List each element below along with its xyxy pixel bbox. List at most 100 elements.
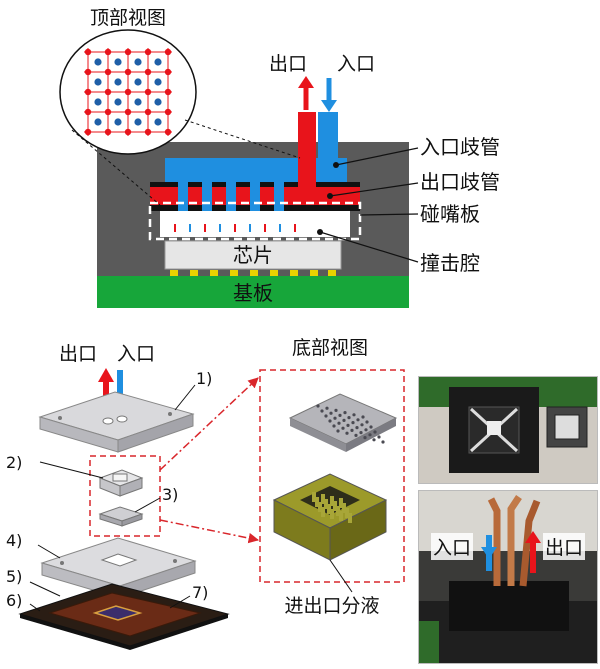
substrate-label: 基板 (233, 281, 273, 305)
impingement-cavity-label: 撞击腔 (420, 251, 480, 275)
outlet-dot (124, 108, 132, 116)
bottom-view-label: 底部视图 (292, 337, 368, 359)
outlet-dot (104, 48, 112, 56)
plate-hole (337, 421, 341, 425)
part-3-label: 3) (162, 485, 178, 504)
plate-hole (345, 431, 349, 435)
exploded-view: 出口 入口 1) 2) (6, 337, 405, 650)
inlet-dot (94, 98, 102, 106)
exploded-outlet-label: 出口 (59, 343, 97, 365)
outlet-dot (84, 128, 92, 136)
outlet-dot (104, 88, 112, 96)
outlet-dot (144, 88, 152, 96)
inlet-dot (134, 98, 142, 106)
inlet-dot (94, 78, 102, 86)
distributor-pin (330, 509, 334, 519)
plate-hole (354, 433, 358, 437)
outlet-dot (144, 48, 152, 56)
outlet-dot (124, 88, 132, 96)
outlet-dot (144, 128, 152, 136)
part-5-6-7-board (18, 583, 230, 650)
cross-section-diagram: 芯片 基板 出口 入口 入口歧管 出口歧管 (59, 7, 500, 308)
inlet-dot (134, 58, 142, 66)
photo-outlet-label: 出口 (543, 533, 586, 560)
plate-hole (359, 431, 363, 435)
nozzle-plate-label: 碰嘴板 (420, 202, 480, 226)
inlet-dot (134, 78, 142, 86)
photo-top-graphic (419, 377, 597, 483)
plate-hole (363, 436, 367, 440)
plate-hole (332, 424, 336, 428)
distributor-pin (327, 504, 331, 514)
outlet-dot (104, 128, 112, 136)
distributor-pin (345, 508, 349, 518)
plate-hole (347, 416, 351, 420)
inlet-dot (114, 118, 122, 126)
plate-hole (368, 433, 372, 437)
outlet-dot (104, 68, 112, 76)
outlet-pipe (298, 112, 316, 205)
outlet-dot (84, 108, 92, 116)
photo-inlet-label: 入口 (431, 533, 474, 560)
plate-hole (377, 435, 381, 439)
inlet-manifold-label: 入口歧管 (420, 135, 500, 159)
photo-top (418, 376, 598, 484)
distributor-pin (321, 507, 325, 517)
bottom-view-panel (259, 369, 405, 583)
plate-hole (360, 423, 364, 427)
distributor-label: 进出口分液 (284, 595, 379, 617)
substrate (97, 276, 409, 308)
plate-hole (342, 418, 346, 422)
plate-hole (334, 408, 338, 412)
plate-hole (346, 423, 350, 427)
inlet-manifold-body (165, 158, 347, 182)
part-7-label: 7) (192, 583, 208, 602)
outlet-dot (164, 128, 172, 136)
outlet-dot (144, 68, 152, 76)
inlet-dot (154, 78, 162, 86)
distributor-pin (312, 492, 316, 502)
plate-hole (373, 430, 377, 434)
outlet-dot (84, 68, 92, 76)
solder-pads (170, 270, 336, 276)
plate-hole (352, 413, 356, 417)
inlet-pipe (318, 112, 338, 182)
outlet-dot (164, 88, 172, 96)
plate-hole (356, 418, 360, 422)
outlet-dot (124, 48, 132, 56)
inlet-dot (154, 58, 162, 66)
part-3-nozzle-plate (98, 506, 144, 527)
plate-hole (316, 404, 320, 408)
inlet-dot (114, 98, 122, 106)
part-1-label: 1) (196, 369, 212, 388)
plate-hole (372, 438, 376, 442)
part-5-label: 5) (6, 567, 22, 586)
plate-hole (369, 425, 373, 429)
distributor-pin (318, 502, 322, 512)
plate-hole (341, 426, 345, 430)
distributor-pin (333, 501, 337, 511)
outlet-dot (84, 48, 92, 56)
plate-hole (343, 411, 347, 415)
plate-hole (325, 406, 329, 410)
part-6-label: 6) (6, 591, 22, 610)
outlet-dot (164, 68, 172, 76)
part-2-label: 2) (6, 453, 22, 472)
exploded-inlet-label: 入口 (117, 343, 155, 365)
plate-hole (381, 440, 385, 444)
inlet-dot (154, 98, 162, 106)
photo-bottom: 入口 出口 (418, 490, 598, 664)
distributor-pin (342, 503, 346, 513)
plate-hole (320, 409, 324, 413)
outlet-dot (164, 48, 172, 56)
plate-hole (333, 416, 337, 420)
parts-dashed-box (89, 455, 161, 537)
plate-hole (338, 413, 342, 417)
distributor-pin (339, 498, 343, 508)
chip (164, 240, 342, 270)
outlet-dot (104, 108, 112, 116)
cavity-flow-arrows (174, 224, 296, 232)
inlet-dot (154, 118, 162, 126)
inlet-dot (114, 58, 122, 66)
